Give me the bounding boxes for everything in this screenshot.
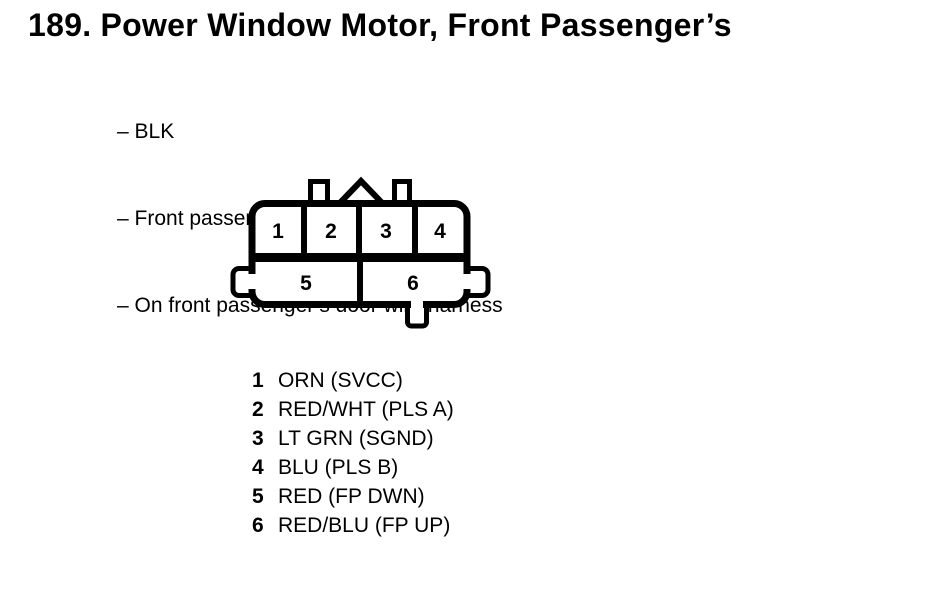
pin-legend-row: 4 BLU (PLS B) — [252, 453, 454, 482]
pin-number: 3 — [380, 220, 392, 243]
connector-bottom-channel — [411, 299, 423, 309]
pin-legend-row: 6 RED/BLU (FP UP) — [252, 511, 454, 540]
page-title: 189. Power Window Motor, Front Passenger… — [28, 8, 732, 42]
pin-legend-wire: RED (FP DWN) — [278, 485, 425, 508]
pin-legend-number: 1 — [252, 369, 264, 392]
connector-drawing: 1 2 3 4 5 6 — [230, 176, 491, 329]
pin-legend-number: 2 — [252, 398, 264, 421]
pin-legend-row: 1 ORN (SVCC) — [252, 366, 454, 395]
pin-legend-wire: RED/WHT (PLS A) — [278, 398, 454, 421]
pin-legend-wire: RED/BLU (FP UP) — [278, 514, 451, 537]
pin-number: 6 — [407, 272, 419, 295]
item-title: Power Window Motor, Front Passenger’s — [100, 7, 732, 43]
pin-legend-number: 6 — [252, 514, 264, 537]
pin-legend-number: 3 — [252, 427, 264, 450]
item-number: 189. — [28, 7, 92, 43]
pin-legend: 1 ORN (SVCC) 2 RED/WHT (PLS A) 3 LT GRN … — [252, 366, 454, 540]
pin-legend-row: 2 RED/WHT (PLS A) — [252, 395, 454, 424]
pin-legend-wire: LT GRN (SGND) — [278, 427, 434, 450]
connector-diagram: 1 2 3 4 5 6 — [225, 172, 505, 340]
pin-number: 2 — [325, 220, 337, 243]
note-line: – BLK — [117, 120, 175, 143]
pin-legend-wire: BLU (PLS B) — [278, 456, 399, 479]
pin-legend-wire: ORN (SVCC) — [278, 369, 403, 392]
pin-legend-row: 5 RED (FP DWN) — [252, 482, 454, 511]
connector-left-channel — [246, 274, 257, 289]
connector-right-channel — [462, 274, 473, 289]
pin-number: 1 — [272, 220, 284, 243]
pin-legend-number: 5 — [252, 485, 264, 508]
pin-number: 5 — [300, 272, 312, 295]
pin-legend-row: 3 LT GRN (SGND) — [252, 424, 454, 453]
pin-number: 4 — [434, 220, 446, 243]
pin-legend-number: 4 — [252, 456, 264, 479]
